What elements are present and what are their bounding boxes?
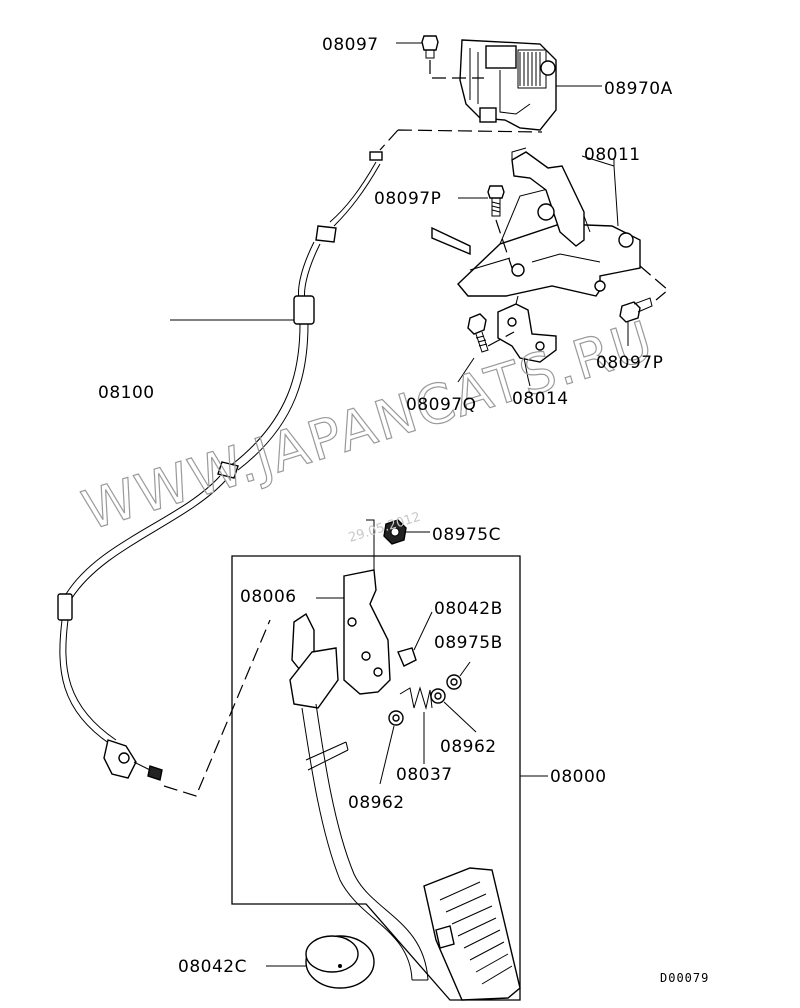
label-08962-left: 08962 xyxy=(348,793,405,813)
bracket-08014 xyxy=(497,295,557,379)
label-08000: 08000 xyxy=(550,767,607,787)
diagram-code: D00079 xyxy=(660,971,709,985)
throttle-actuator-08970A xyxy=(459,39,600,131)
bracket-08011 xyxy=(431,147,641,297)
pedal-assembly-box-08000 xyxy=(231,555,548,1001)
label-08970A: 08970A xyxy=(604,79,673,99)
pedal-arm xyxy=(289,612,429,981)
label-08006: 08006 xyxy=(240,587,297,607)
label-08011: 08011 xyxy=(584,145,641,165)
watermark-date: 29.05.2012 xyxy=(347,510,423,546)
washer-08962-left xyxy=(379,710,404,785)
nut-08975C xyxy=(383,519,430,545)
part-labels: 08097 08970A 08011 08097P 08097P 08100 0… xyxy=(98,35,709,985)
label-08037: 08037 xyxy=(396,765,453,785)
accelerator-cable-08100 xyxy=(57,129,543,797)
label-08100: 08100 xyxy=(98,383,155,403)
bolt-08097Q xyxy=(457,313,515,383)
label-08962-right: 08962 xyxy=(440,737,497,757)
label-08097P-upper: 08097P xyxy=(374,189,441,209)
pedal-pad xyxy=(423,867,521,1001)
bolt-08097P-upper xyxy=(458,185,513,269)
nut-08975B xyxy=(446,661,471,690)
bolt-08097 xyxy=(396,35,484,79)
label-08097Q: 08097Q xyxy=(406,395,476,415)
washer-08962-right xyxy=(430,688,477,733)
label-08042B: 08042B xyxy=(434,599,503,619)
label-08097: 08097 xyxy=(322,35,379,55)
stopper-08042B xyxy=(397,611,433,667)
leader-lines xyxy=(423,85,629,764)
bolt-08097P-lower xyxy=(619,265,669,340)
label-08014: 08014 xyxy=(512,389,569,409)
label-08042C: 08042C xyxy=(178,957,247,977)
spring-08037 xyxy=(399,686,433,760)
label-08097P-lower: 08097P xyxy=(596,353,663,373)
pedal-bracket-08006 xyxy=(316,519,391,695)
watermark: WWW.JAPANCATS.RU 29.05.2012 xyxy=(75,308,662,546)
stopper-08042C xyxy=(266,935,375,989)
label-08975C: 08975C xyxy=(432,525,501,545)
label-08975B: 08975B xyxy=(434,633,503,653)
watermark-text: WWW.JAPANCATS.RU xyxy=(75,309,661,543)
